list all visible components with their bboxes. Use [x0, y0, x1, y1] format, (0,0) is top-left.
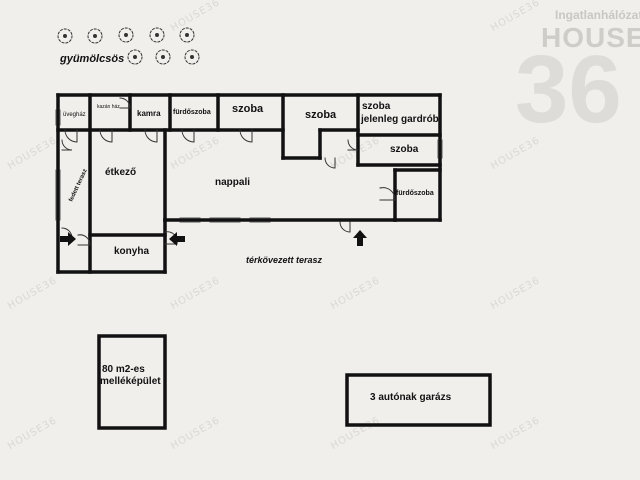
- orchard-trees: [57, 27, 200, 65]
- outbuilding-label: 80 m2-es: [102, 364, 145, 375]
- tree-icon: [57, 28, 73, 44]
- orchard-label: gyümölcsös: [59, 53, 124, 65]
- tree-icon: [127, 49, 143, 65]
- arrow-left-icon: [169, 232, 185, 246]
- door-icon: [379, 187, 396, 201]
- paved-terrace-label: térkövezett terasz: [246, 255, 323, 265]
- door-icon: [347, 139, 359, 151]
- door-icon: [181, 129, 195, 143]
- tree-icon: [87, 28, 103, 44]
- tree-icon: [179, 27, 195, 43]
- room2-label: szoba: [305, 109, 337, 121]
- living-label: nappali: [215, 177, 250, 188]
- house-walls: [56, 93, 442, 274]
- arrow-right-icon: [60, 232, 76, 246]
- garage-label: 3 autónak garázs: [370, 392, 452, 403]
- door-icon: [64, 129, 78, 143]
- door-icon: [324, 157, 336, 169]
- garage-walls: [345, 373, 492, 427]
- bath1-label: fürdőszoba: [173, 109, 211, 116]
- door-icon: [119, 97, 131, 109]
- door-icon: [144, 129, 158, 143]
- door-icon: [339, 221, 351, 233]
- watermark-logo-brand: HOUSE: [541, 22, 640, 53]
- covered-terrace-label: fedett terasz: [68, 168, 88, 203]
- tree-icon: [155, 49, 171, 65]
- room4-label: szoba: [390, 144, 419, 155]
- boiler-label: kazán ház: [97, 104, 120, 110]
- tree-icon: [184, 49, 200, 65]
- door-icon: [61, 139, 73, 151]
- tree-icon: [149, 27, 165, 43]
- windows: [55, 109, 443, 223]
- room3-sublabel: jelenleg gardrób: [360, 114, 439, 125]
- door-icon: [239, 129, 253, 143]
- bath2-label: fürdőszoba: [396, 190, 434, 197]
- outbuilding-sublabel: melléképület: [100, 376, 161, 387]
- room1-label: szoba: [232, 103, 264, 115]
- outbuilding-walls: [97, 334, 167, 430]
- tree-icon: [118, 27, 134, 43]
- pantry-label: kamra: [137, 109, 161, 118]
- watermark-logo-caption: Ingatlanhálózat: [555, 8, 640, 22]
- veranda-label: üvegház: [63, 112, 86, 118]
- arrow-up-icon: [353, 230, 367, 246]
- dining-label: étkező: [105, 167, 136, 178]
- kitchen-label: konyha: [114, 246, 149, 257]
- watermark-logo: 36 Ingatlanhálózat HOUSE: [515, 2, 640, 138]
- entrance-arrows: [60, 230, 367, 246]
- room3-label: szoba: [362, 101, 391, 112]
- watermark-logo-number: 36: [515, 36, 622, 143]
- door-icon: [77, 234, 91, 246]
- door-icon: [99, 129, 113, 143]
